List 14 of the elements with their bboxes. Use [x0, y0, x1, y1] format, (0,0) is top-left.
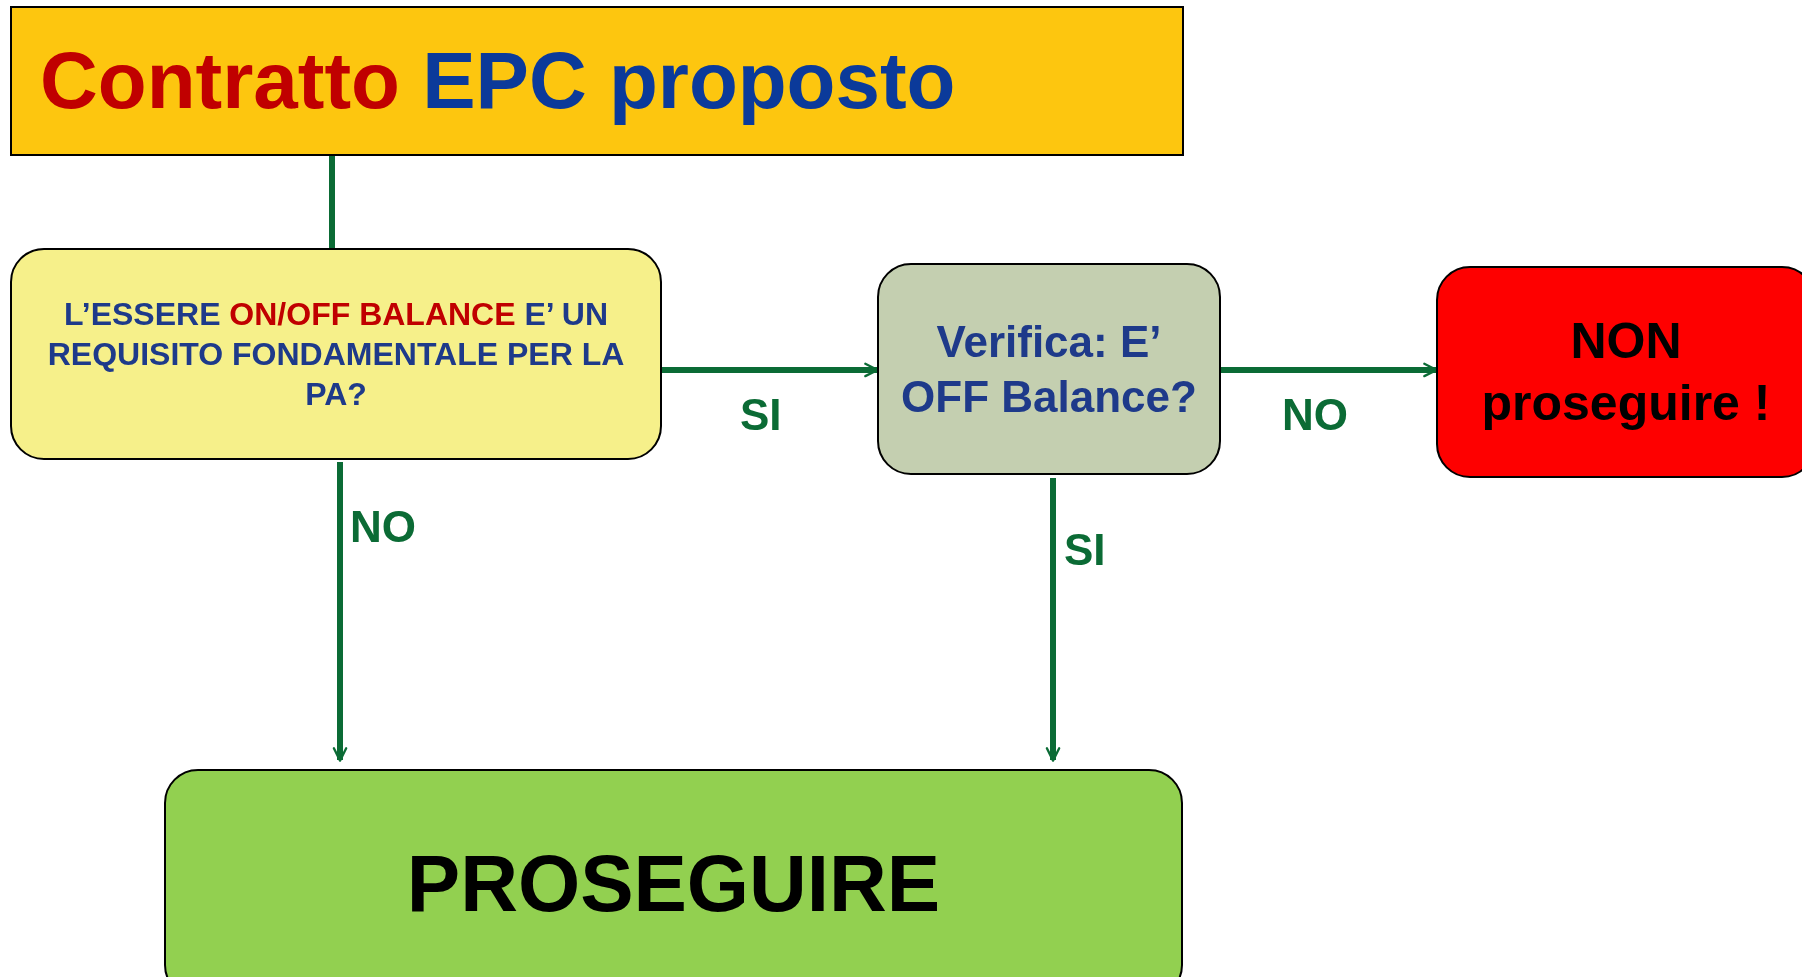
box-text: L’ESSERE ON/OFF BALANCE E’ UN REQUISITO FONDAMENTALE PER LA PA? — [46, 295, 626, 414]
arrow — [1221, 363, 1438, 377]
connector-line — [329, 156, 335, 248]
decision-box — [877, 263, 1221, 475]
arrow — [1046, 478, 1060, 762]
arrow — [333, 462, 347, 762]
box-text: NON proseguire ! — [1480, 311, 1772, 433]
arrow — [662, 363, 879, 377]
box-text: PROSEGUIRE — [405, 838, 942, 930]
outcome-box — [164, 769, 1183, 977]
box-text: Verifica: E’ OFF Balance? — [900, 316, 1198, 423]
decision-box — [10, 248, 662, 460]
title-box — [10, 6, 1184, 156]
outcome-box — [1436, 266, 1802, 478]
